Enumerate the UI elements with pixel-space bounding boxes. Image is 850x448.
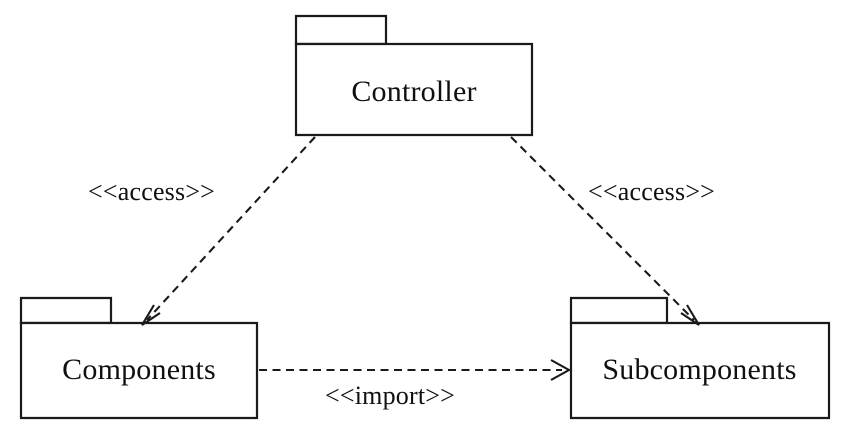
package-subcomponents-tab <box>569 296 669 325</box>
package-controller[interactable] <box>294 14 534 137</box>
dependency-label-access-left: <<access>> <box>88 177 216 206</box>
dependency-components-import-subcomponents[interactable] <box>259 359 572 381</box>
package-subcomponents-label: Subcomponents <box>602 353 797 386</box>
package-controller-label: Controller <box>351 75 477 108</box>
arrowhead-open-icon <box>141 304 161 326</box>
dependency-line <box>146 136 316 321</box>
package-components-tab <box>19 296 113 325</box>
dependency-controller-access-components[interactable] <box>141 136 316 326</box>
package-subcomponents-body <box>569 321 831 420</box>
package-components-label: Components <box>62 353 216 386</box>
dependency-label-import: <<import>> <box>325 381 455 410</box>
package-subcomponents[interactable] <box>569 296 831 420</box>
arrowhead-open-icon <box>680 304 700 326</box>
package-controller-tab <box>294 14 388 46</box>
package-components[interactable] <box>19 296 259 420</box>
package-components-body <box>19 321 259 420</box>
dependency-controller-access-subcomponents[interactable] <box>510 136 700 326</box>
dependency-line <box>510 136 695 321</box>
dependency-label-access-right: <<access>> <box>588 177 716 206</box>
package-controller-body <box>294 42 534 137</box>
arrowhead-open-icon <box>550 359 572 381</box>
